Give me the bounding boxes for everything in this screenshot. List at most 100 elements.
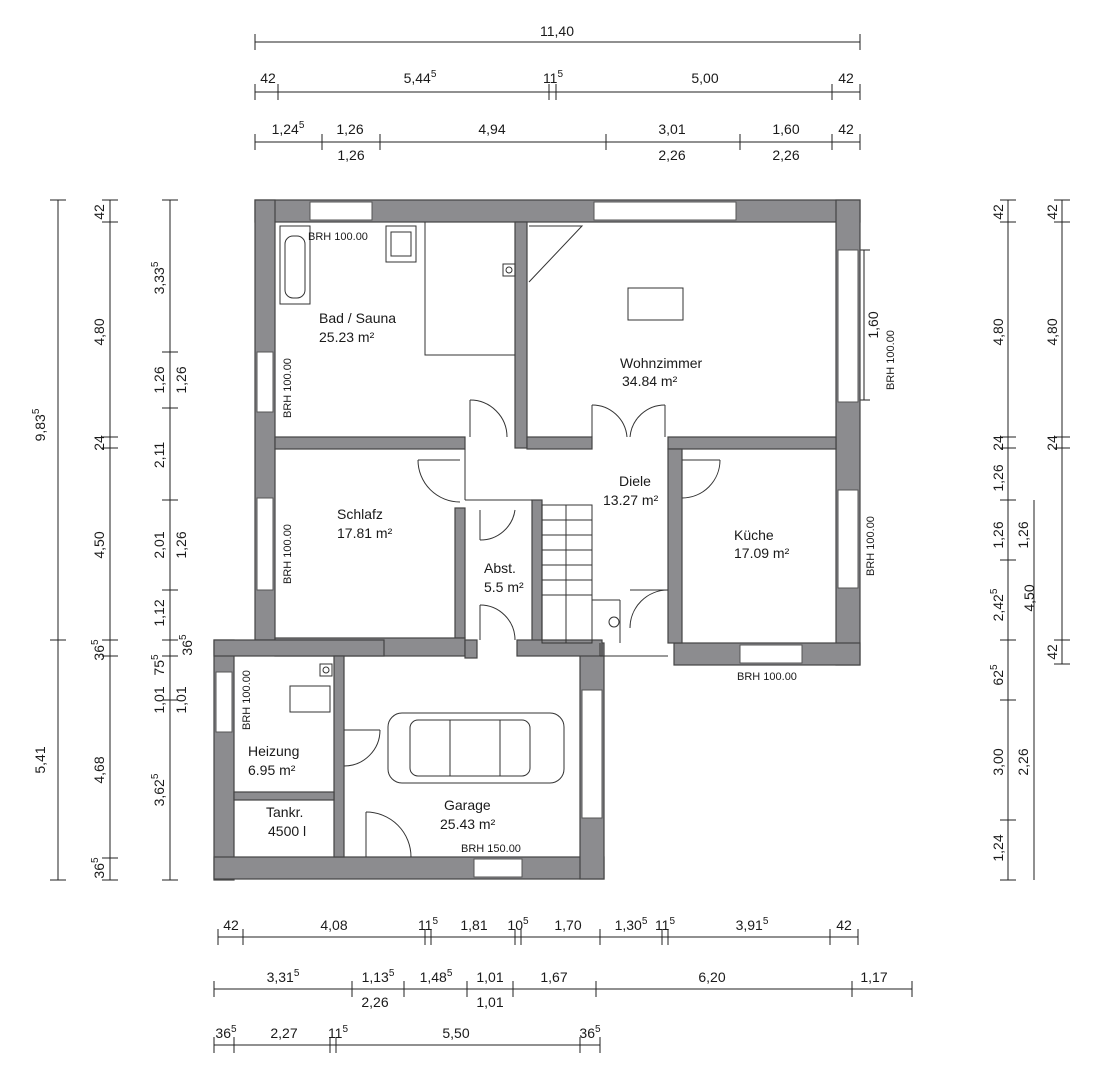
- dim-bot-r1-7: 115: [655, 916, 676, 933]
- brh-garage-bottom: BRH 150.00: [461, 843, 521, 855]
- dim-right-a-5: 1,24: [990, 834, 1006, 861]
- room-name-tankr: Tankr.: [266, 804, 303, 820]
- dim-left-outer-0: 9,835: [31, 408, 48, 441]
- dim-bot-r3-1: 2,27: [270, 1025, 297, 1041]
- room-labels: Bad / Sauna 25.23 m² Wohnzimmer 34.84 m²…: [248, 310, 790, 839]
- dim-right-a-2: 2,425: [989, 588, 1006, 621]
- dim-top-r3-5: 42: [838, 121, 854, 137]
- dim-right-a-3: 625: [989, 664, 1006, 686]
- room-area-garage: 25.43 m²: [440, 816, 496, 832]
- dim-top-r2-3: 5,00: [691, 70, 718, 86]
- dim-left-a-1: 1,26: [151, 366, 167, 393]
- windows: [215, 201, 859, 878]
- dim-top-r3-3: 3,01: [658, 121, 685, 137]
- dim-top-r3b-2: 2,26: [772, 147, 799, 163]
- room-name-kueche: Küche: [734, 527, 774, 543]
- dim-top-r3-2: 4,94: [478, 121, 505, 137]
- dim-left-b-2: 365: [178, 634, 195, 656]
- brh-bad-top: BRH 100.00: [308, 231, 368, 243]
- room-area-wohnzimmer: 34.84 m²: [622, 373, 678, 389]
- dim-right-b-2: 24: [990, 435, 1006, 451]
- dim-left-a-2: 2,11: [151, 442, 167, 468]
- room-name-heizung: Heizung: [248, 743, 299, 759]
- dim-left-mid-3: 4,50: [91, 531, 107, 558]
- dim-bot-r2-1: 1,135: [362, 968, 395, 985]
- dim-top-r2-0: 42: [260, 70, 276, 86]
- dim-top-r3b-0: 1,26: [337, 147, 364, 163]
- dim-top-r3-1: 1,26: [336, 121, 363, 137]
- dim-right-c-2: 24: [1044, 435, 1060, 451]
- room-area-bad: 25.23 m²: [319, 329, 375, 345]
- room-area-tankr: 4500 l: [268, 823, 306, 839]
- dim-bot-r1-3: 1,81: [460, 917, 487, 933]
- dim-right-b-1: 4,80: [990, 318, 1006, 345]
- sill-height-labels: BRH 100.00 BRH 100.00 BRH 100.00 BRH 100…: [241, 231, 897, 855]
- brh-kueche-bottom: BRH 100.00: [737, 671, 797, 683]
- dim-left-a-5: 755: [150, 654, 167, 676]
- dim-bot-r1-6: 1,305: [615, 916, 648, 933]
- room-name-schlafz: Schlafz: [337, 506, 383, 522]
- room-name-garage: Garage: [444, 797, 491, 813]
- dim-right-b-3: 1,26: [1015, 521, 1031, 548]
- dim-bot-r2b-1: 1,01: [476, 994, 503, 1010]
- dim-left-a-4: 1,12: [151, 599, 167, 626]
- dim-bot-r1-9: 42: [836, 917, 852, 933]
- dim-left-mid-2: 24: [91, 435, 107, 451]
- dim-right-b-0: 42: [990, 204, 1006, 220]
- doors: [279, 222, 721, 858]
- room-area-kueche: 17.09 m²: [734, 545, 790, 561]
- dim-right-a-0: 1,26: [990, 464, 1006, 491]
- dim-bot-r1-0: 42: [223, 917, 239, 933]
- dim-bot-r1-4: 105: [507, 916, 529, 933]
- dim-bot-r2-6: 1,17: [860, 969, 887, 985]
- room-area-diele: 13.27 m²: [603, 492, 659, 508]
- dim-top-r2-1: 5,445: [404, 69, 437, 86]
- brh-heizung-left: BRH 100.00: [241, 670, 253, 730]
- dimension-lines: [50, 34, 1070, 1053]
- dim-top-r3b-1: 2,26: [658, 147, 685, 163]
- dim-bot-r2-4: 1,67: [540, 969, 567, 985]
- brh-wohn-right: BRH 100.00: [885, 330, 897, 390]
- dim-right-b-5: 2,26: [1015, 748, 1031, 775]
- dim-left-a-0: 3,335: [150, 261, 167, 294]
- dim-left-a-3: 2,01: [151, 531, 167, 558]
- dim-left-a-6: 1,01: [151, 686, 167, 713]
- dim-bot-r3-2: 115: [328, 1024, 349, 1041]
- dim-right-a-4: 3,00: [990, 748, 1006, 775]
- dim-left-mid-1: 4,80: [91, 318, 107, 345]
- room-area-heizung: 6.95 m²: [248, 762, 296, 778]
- dim-bot-r1-8: 3,915: [736, 916, 769, 933]
- brh-schlaf-left: BRH 100.00: [282, 524, 294, 584]
- dim-left-mid-5: 4,68: [91, 756, 107, 783]
- brh-kueche-right: BRH 100.00: [865, 516, 877, 576]
- dim-left-mid-6: 365: [90, 857, 107, 879]
- dim-left-mid-0: 42: [91, 204, 107, 220]
- dim-bot-r1-1: 4,08: [320, 917, 347, 933]
- dim-left-b-3: 1,01: [173, 686, 189, 713]
- dim-bot-r1-5: 1,70: [554, 917, 581, 933]
- room-name-bad: Bad / Sauna: [319, 310, 396, 326]
- dim-bot-r2-0: 3,315: [267, 968, 300, 985]
- dim-bot-r2-5: 6,20: [698, 969, 725, 985]
- dim-right-b-4: 4,50: [1021, 584, 1037, 611]
- dim-top-r2-2: 115: [543, 69, 564, 86]
- room-name-abst: Abst.: [484, 560, 516, 576]
- dim-left-b-1: 1,26: [173, 531, 189, 558]
- dim-right-window: 1,60: [865, 311, 881, 338]
- dim-top-r2-4: 42: [838, 70, 854, 86]
- dim-bot-r3-3: 5,50: [442, 1025, 469, 1041]
- dim-left-a-7: 3,625: [150, 773, 167, 806]
- dim-right-c-3: 42: [1044, 644, 1060, 660]
- room-area-schlafz: 17.81 m²: [337, 525, 393, 541]
- dim-top-r3-4: 1,60: [772, 121, 799, 137]
- dim-left-b-0: 1,26: [173, 366, 189, 393]
- dim-bot-r3-4: 365: [579, 1024, 601, 1041]
- dim-bot-r2-2: 1,485: [420, 968, 453, 985]
- dim-right-c-1: 4,80: [1044, 318, 1060, 345]
- dim-top-r3-0: 1,245: [272, 120, 305, 137]
- dim-right-c-0: 42: [1044, 204, 1060, 220]
- dim-left-outer-1: 5,41: [32, 746, 48, 773]
- room-name-diele: Diele: [619, 473, 651, 489]
